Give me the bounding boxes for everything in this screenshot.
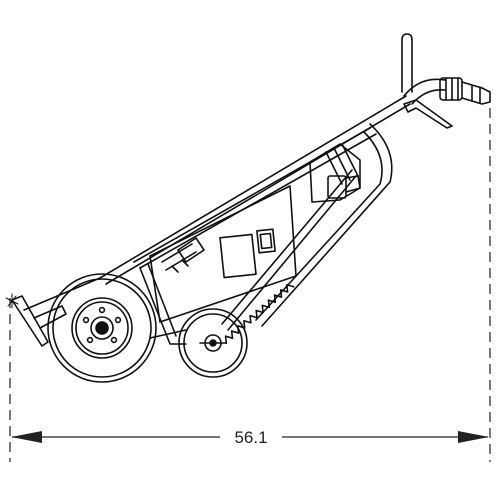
battery-switch (256, 228, 276, 254)
brake-handle (403, 99, 453, 129)
main-frame-top-rail (99, 95, 407, 279)
lower-frame-rail-2 (147, 263, 177, 337)
dimension-value: 56.1 (234, 428, 267, 447)
overall-length-dimension: 56.1 (11, 428, 489, 447)
inner-diagonal-strut-2 (221, 169, 353, 325)
rear-wheel (178, 308, 248, 378)
nose-tip-marker (5, 293, 19, 309)
nose-plate (11, 295, 49, 347)
brake-lever (439, 77, 491, 105)
motor-housing (309, 143, 361, 203)
battery-box (149, 185, 297, 323)
lower-frame-rail (139, 267, 187, 345)
handle-grip (401, 33, 413, 93)
main-frame-rail-4 (139, 133, 377, 269)
right-arrowhead (458, 431, 489, 443)
rear-support-arc (261, 123, 393, 327)
battery-label-panel (219, 233, 257, 279)
handle-bar (403, 78, 446, 105)
inner-diagonal-strut (227, 175, 357, 331)
hand-truck (5, 33, 491, 383)
upper-bracket (161, 237, 205, 273)
rear-support-arc-inner (255, 131, 383, 321)
nose-plate-brace (23, 277, 101, 311)
left-arrowhead (11, 431, 42, 443)
drive-chain (224, 283, 295, 345)
main-wheel (47, 273, 157, 383)
